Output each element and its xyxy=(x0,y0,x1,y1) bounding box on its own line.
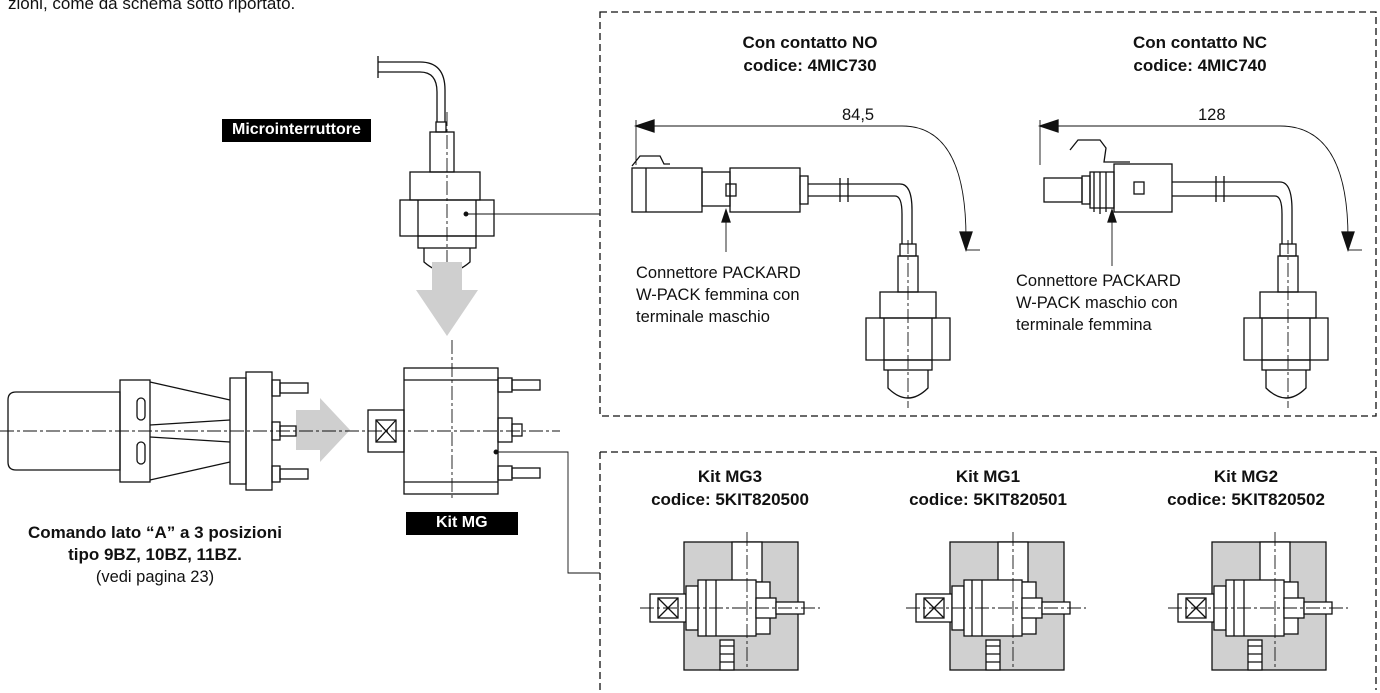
kit-options-frame xyxy=(599,451,1377,690)
switch-options-frame xyxy=(599,11,1377,417)
kit-mg1-code: codice: 5KIT820501 xyxy=(909,490,1067,509)
kit-mg2-section xyxy=(1168,532,1348,671)
switch-nc-dimension: 128 xyxy=(1198,106,1226,124)
command-page-ref: (vedi pagina 23) xyxy=(95,568,215,586)
switch-nc-title: Con contatto NC xyxy=(1132,33,1268,52)
kit-mg2-code: codice: 5KIT820502 xyxy=(1167,490,1325,509)
switch-no-connector-line2: W-PACK femmina con xyxy=(636,286,800,304)
switch-no-title: Con contatto NO xyxy=(742,33,878,52)
right-arrow-shape xyxy=(296,398,350,462)
kit-mg2-title: Kit MG2 xyxy=(1213,467,1279,486)
kit-mg1-title: Kit MG1 xyxy=(955,467,1021,486)
switch-no-drawing xyxy=(631,119,980,408)
switch-no-connector-line3: terminale maschio xyxy=(636,308,770,326)
switch-nc-code: codice: 4MIC740 xyxy=(1133,56,1267,75)
command-types: tipo 9BZ, 10BZ, 11BZ. xyxy=(68,545,242,564)
switch-no-code: codice: 4MIC730 xyxy=(743,56,877,75)
microswitch-label: Microinterruttore xyxy=(222,119,371,142)
kit-mg3-title: Kit MG3 xyxy=(697,467,763,486)
kit-mg3-section xyxy=(640,532,820,671)
kit-mg-drawing xyxy=(0,340,600,574)
switch-nc-connector-line3: terminale femmina xyxy=(1016,316,1152,334)
intro-text: zioni, come da schema sotto riportato. xyxy=(8,0,296,13)
microswitch-drawing xyxy=(377,56,600,282)
switch-nc-connector-line1: Connettore PACKARD xyxy=(1016,272,1181,290)
command-title: Comando lato “A” a 3 posizioni xyxy=(27,523,283,542)
switch-no-dimension: 84,5 xyxy=(842,106,875,124)
switch-no-connector-line1: Connettore PACKARD xyxy=(636,264,801,282)
down-arrow-shape xyxy=(416,262,478,336)
switch-nc-connector-line2: W-PACK maschio con xyxy=(1016,294,1178,312)
command-drawing xyxy=(7,371,309,491)
kit-mg3-code: codice: 5KIT820500 xyxy=(651,490,809,509)
kit-mg-label: Kit MG xyxy=(406,512,518,535)
switch-nc-drawing xyxy=(1037,119,1362,408)
kit-mg1-section xyxy=(906,532,1086,671)
